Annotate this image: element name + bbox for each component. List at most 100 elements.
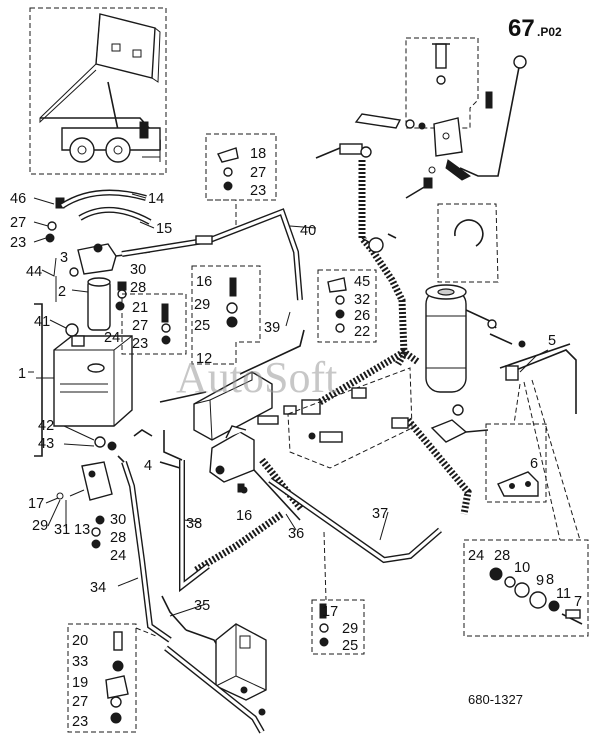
cable-grommet: [368, 237, 384, 253]
callout-26: 26: [354, 308, 370, 324]
bolt-7: [565, 609, 581, 619]
tipping-cylinder-in-inset: [107, 81, 119, 131]
callout-10: 10: [514, 560, 530, 576]
clamp-bracket: [81, 461, 113, 501]
callout-13: 13: [74, 522, 90, 538]
callout-24-right: 24: [468, 548, 484, 564]
callout-30-lower: 30: [110, 512, 126, 528]
callout-35: 35: [194, 598, 210, 614]
rear-wheel-1: [69, 137, 95, 163]
callout-25-upper: 25: [194, 318, 210, 334]
callout-23-mid: 23: [132, 336, 148, 352]
braided-hose-upper: [318, 347, 421, 406]
bushing-9: [529, 591, 547, 609]
callout-3: 3: [60, 250, 68, 266]
detail-box-bracket: [485, 423, 547, 503]
callout-40: 40: [300, 223, 316, 239]
callout-16: 16: [196, 274, 212, 290]
pipe-37: [268, 477, 442, 564]
callout-24-lower: 24: [110, 548, 126, 564]
page-number-suffix: .P02: [537, 25, 562, 39]
filler-cap: [87, 363, 105, 373]
control-valve: [193, 371, 321, 494]
braided-hose-lower: [194, 511, 284, 574]
detail-box-fasteners-right: [463, 539, 589, 637]
callout-23-bottom: 23: [72, 714, 88, 730]
callout-27: 27: [10, 215, 26, 231]
pump-and-filter: [34, 243, 151, 457]
callout-7: 7: [574, 594, 582, 610]
nut-30: [95, 515, 105, 525]
callout-24: 24: [104, 330, 120, 346]
bolt-16-lower: [237, 483, 245, 493]
callout-27-top: 27: [250, 165, 266, 181]
detail-box-snap-ring: [437, 203, 499, 283]
callout-25-bottom: 25: [342, 638, 358, 654]
callout-33: 33: [72, 654, 88, 670]
callout-15: 15: [156, 221, 172, 237]
left-fasteners: [45, 197, 127, 549]
callout-38: 38: [186, 516, 202, 532]
callout-8: 8: [546, 572, 554, 588]
rear-valve-assembly: [164, 623, 267, 734]
callout-36: 36: [288, 526, 304, 542]
drawing-code: 680-1327: [468, 692, 523, 707]
callout-21: 21: [132, 300, 148, 316]
inset-frame: [29, 7, 167, 175]
callout-30: 30: [130, 262, 146, 278]
callout-4: 4: [144, 458, 152, 474]
callout-43: 43: [38, 436, 54, 452]
callout-20: 20: [72, 633, 88, 649]
callout-32: 32: [354, 292, 370, 308]
callout-45: 45: [354, 274, 370, 290]
callout-44: 44: [26, 264, 42, 280]
callout-46: 46: [10, 191, 26, 207]
callout-2: 2: [58, 284, 66, 300]
pivot-bracket-arm: [505, 349, 577, 414]
callout-28-lower: 28: [110, 530, 126, 546]
washer-10: [514, 582, 530, 598]
pipe-35: [161, 595, 187, 631]
callout-42: 42: [38, 418, 54, 434]
leader-lines: [28, 193, 549, 617]
braided-hose-right: [405, 417, 472, 515]
callout-39: 39: [264, 320, 280, 336]
callout-41: 41: [34, 314, 50, 330]
clip-19: [105, 675, 129, 699]
detail-box-fittings: [287, 367, 413, 469]
mounting-bracket: [497, 471, 539, 497]
callout-19: 19: [72, 675, 88, 691]
linkage-shaft: [354, 113, 402, 129]
pipe-36: [253, 469, 301, 521]
callout-23-top: 23: [250, 183, 266, 199]
lever-knob: [513, 55, 527, 69]
callout-29: 29: [32, 518, 48, 534]
bolt-top-right: [435, 43, 447, 69]
callout-5: 5: [548, 333, 556, 349]
control-lever-assembly: [315, 37, 527, 199]
washer-top-right: [436, 75, 446, 85]
callout-29-bottom: 29: [342, 621, 358, 637]
callout-11: 11: [556, 586, 571, 602]
callout-37: 37: [372, 506, 388, 522]
valve-body: [209, 431, 255, 483]
oil-filter: [87, 279, 111, 331]
callout-14: 14: [148, 191, 164, 207]
detail-box-17: [311, 599, 365, 655]
detail-box-top-right: [405, 37, 479, 129]
watermark: AutoSoft: [176, 353, 337, 402]
callout-28-right: 28: [494, 548, 510, 564]
detail-box-45: [317, 269, 377, 343]
hose-4: [159, 461, 181, 469]
valve-fitting: [301, 399, 321, 415]
pivot-bracket-assembly: [463, 333, 589, 637]
callout-29-upper: 29: [194, 297, 210, 313]
elbow-fitting: [430, 419, 468, 443]
rear-wheel-2: [105, 137, 131, 163]
dump-truck-inset: [29, 7, 167, 175]
tipping-cylinder: [425, 284, 497, 416]
callout-28: 28: [130, 280, 146, 296]
page-number: 67 .P02: [508, 15, 562, 42]
pipe-39: [239, 329, 305, 375]
